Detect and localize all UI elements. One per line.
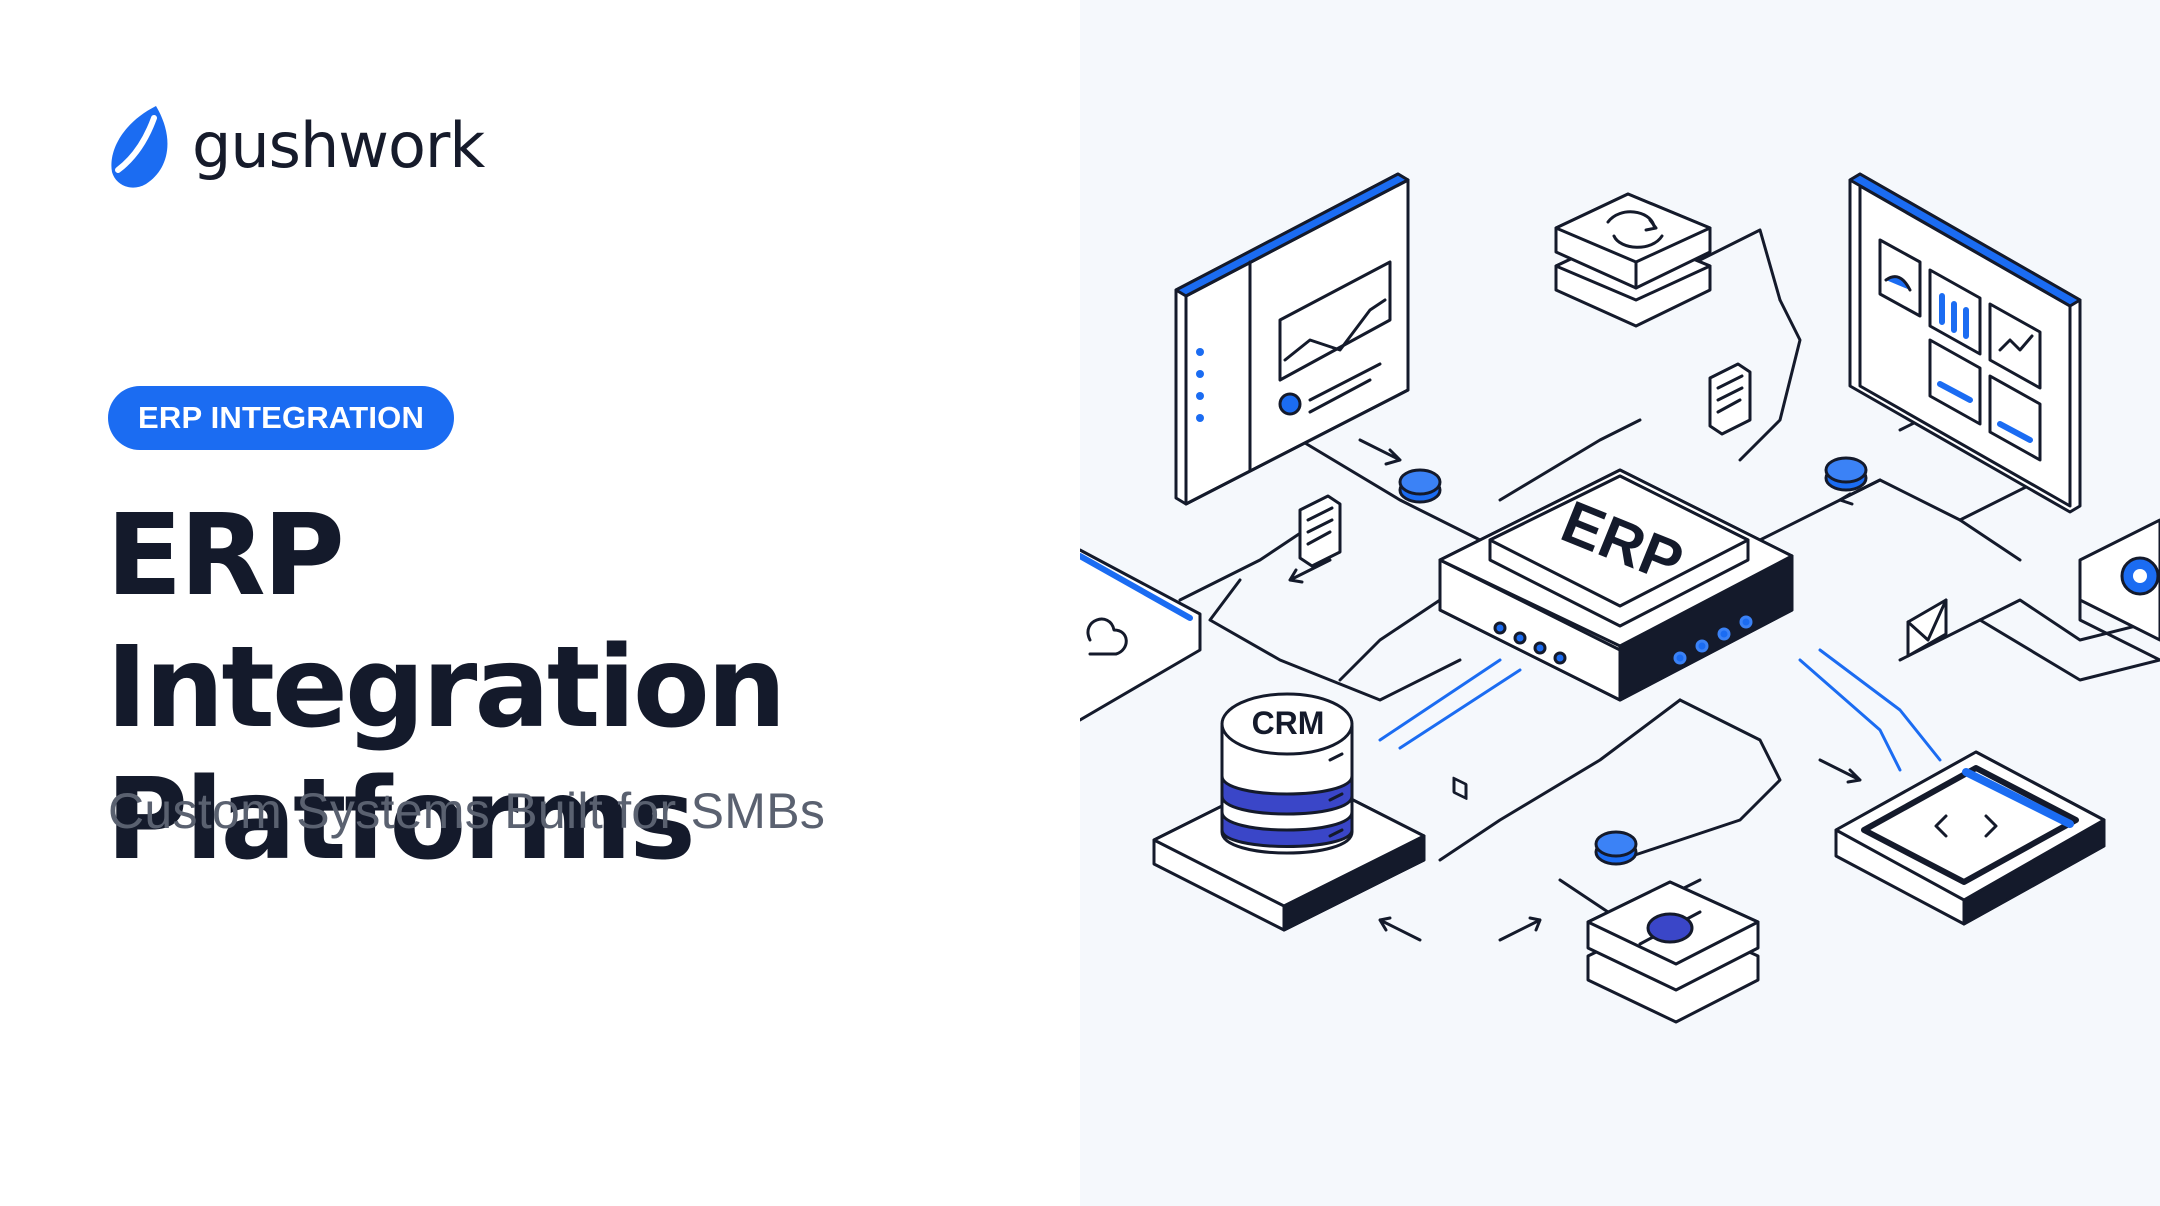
- sync-icon: [1554, 192, 1712, 328]
- mail-icon: [1906, 598, 1948, 658]
- analytics-window-icon: [1848, 172, 2082, 514]
- node-icon: [1586, 880, 1760, 1024]
- page-subtitle: Custom Systems Built for SMBs: [108, 783, 826, 839]
- database-label: CRM: [1252, 705, 1325, 741]
- data-flow-lines: [1378, 648, 1942, 772]
- title-line-1: ERP Integration: [106, 491, 786, 753]
- gushwork-logo-icon: [111, 106, 168, 188]
- brand-logo[interactable]: gushwork: [106, 100, 485, 190]
- erp-network-illustration: ERP CRM: [1080, 172, 2160, 1024]
- document-icon: [1298, 362, 1752, 568]
- code-screen-icon: [1834, 750, 2106, 926]
- title-line-2: Platforms: [106, 755, 696, 885]
- page-title: ERP Integration Platforms: [106, 490, 1046, 886]
- brand-name: gushwork: [192, 108, 485, 182]
- illustration-panel: ERP CRM: [1080, 0, 2160, 1206]
- gear-icon: [2078, 518, 2160, 662]
- category-badge: ERP INTEGRATION: [108, 386, 455, 450]
- crm-database-icon: CRM: [1152, 692, 1426, 932]
- erp-hub: ERP: [1438, 468, 1794, 800]
- dashboard-window-icon: [1174, 172, 1410, 506]
- hero-panel: gushwork ERP INTEGRATION ERP Integration…: [106, 100, 1046, 886]
- cloud-icon: [1080, 548, 1202, 722]
- node-dots: [1398, 456, 1868, 866]
